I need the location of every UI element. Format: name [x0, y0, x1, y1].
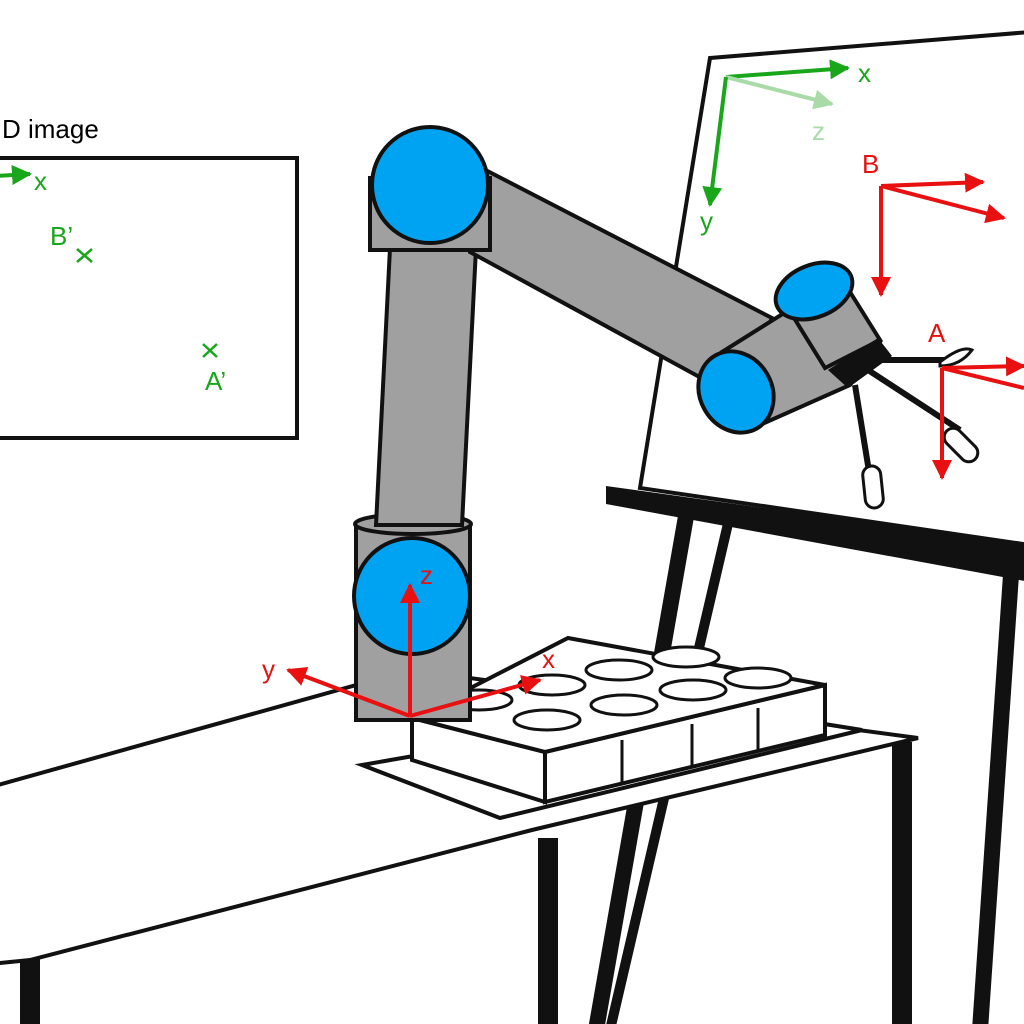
base-z-axis-label: z — [420, 560, 433, 590]
tool-point-a-frame: A — [928, 318, 1024, 480]
board-green-frame: x z y — [700, 58, 871, 236]
board-x-axis-arrow — [725, 59, 850, 80]
robot-upper-arm — [373, 246, 479, 527]
easel-leg-right — [972, 559, 1020, 1024]
robot-shoulder-joint — [370, 125, 490, 245]
base-y-axis-arrow — [286, 666, 411, 718]
image-panel: D image x B’ A’ — [0, 114, 299, 440]
easel — [588, 30, 1024, 1024]
well-plate-dividers — [620, 708, 760, 785]
image-x-axis-label: x — [34, 166, 47, 196]
base-x-axis-arrow — [409, 675, 542, 718]
easel-shelf — [606, 486, 1024, 581]
base-x-axis-label: x — [542, 644, 555, 674]
tool-point-a-label: A — [928, 318, 946, 348]
image-point-a-label: A’ — [205, 366, 226, 396]
board-z-axis-arrow — [725, 75, 834, 110]
point-a-axis-2 — [941, 366, 1024, 390]
board-x-axis-label: x — [858, 58, 871, 88]
robot-elbow-joint — [696, 349, 776, 435]
point-a-axis-1 — [941, 356, 1024, 377]
board-z-axis-label: z — [812, 116, 825, 146]
board-y-axis-arrow — [702, 76, 728, 207]
well-plate — [406, 635, 827, 805]
image-panel-title: D image — [2, 114, 99, 144]
image-point-b-marker — [76, 248, 93, 263]
board-y-axis-label: y — [700, 206, 713, 236]
image-x-axis-arrow — [0, 165, 32, 186]
base-y-axis-label: y — [262, 654, 275, 684]
gripper-finger-3-tip — [938, 347, 975, 368]
gripper — [828, 338, 980, 510]
board-point-b-label: B — [862, 149, 879, 179]
gripper-finger-2 — [866, 367, 962, 433]
board-point-b-frame: B — [862, 149, 1006, 297]
gripper-finger-2-tip — [942, 426, 980, 464]
gripper-finger-1-tip — [861, 464, 885, 510]
robot-wrist-joint — [773, 260, 855, 322]
image-frame — [0, 156, 299, 440]
point-b-axis-2 — [880, 184, 1006, 224]
image-point-a-marker — [202, 343, 218, 358]
gripper-mount — [828, 338, 892, 388]
robot-base-frame: z x y — [262, 560, 555, 718]
image-point-b-label: B’ — [50, 221, 73, 251]
point-b-axis-1 — [880, 172, 985, 193]
